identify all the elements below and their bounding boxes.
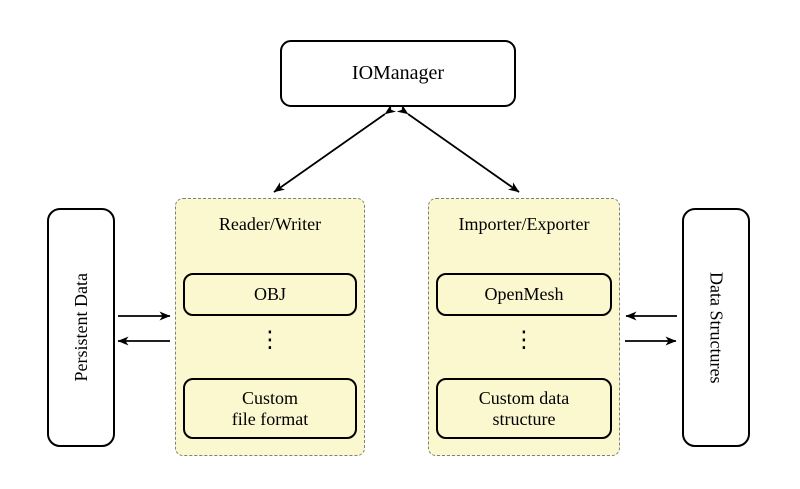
node-data-structures-label: Data Structures: [706, 271, 727, 384]
node-custom-data-structure: Custom data structure: [436, 378, 612, 439]
group-importer-exporter-title: Importer/Exporter: [458, 214, 590, 234]
node-persistent-data: Persistent Data: [47, 208, 115, 447]
node-obj: OBJ: [183, 273, 357, 316]
node-custom-file-format: Custom file format: [183, 378, 357, 439]
group-importer-exporter: Importer/Exporter OpenMesh ⋮ Custom data…: [428, 198, 620, 456]
node-iomanager: IOManager: [280, 40, 516, 107]
arrow-iomanager-importerexporter: [396, 104, 520, 193]
group-reader-writer: Reader/Writer OBJ ⋮ Custom file format: [175, 198, 365, 456]
node-openmesh: OpenMesh: [436, 273, 612, 316]
node-iomanager-label: IOManager: [351, 62, 445, 84]
vertical-ellipsis: ⋮: [512, 327, 536, 353]
arrow-iomanager-readerwriter: [273, 104, 397, 193]
node-persistent-data-label: Persistent Data: [70, 273, 91, 382]
node-data-structures: Data Structures: [682, 208, 750, 447]
vertical-ellipsis: ⋮: [258, 327, 282, 353]
group-reader-writer-title: Reader/Writer: [218, 214, 322, 234]
